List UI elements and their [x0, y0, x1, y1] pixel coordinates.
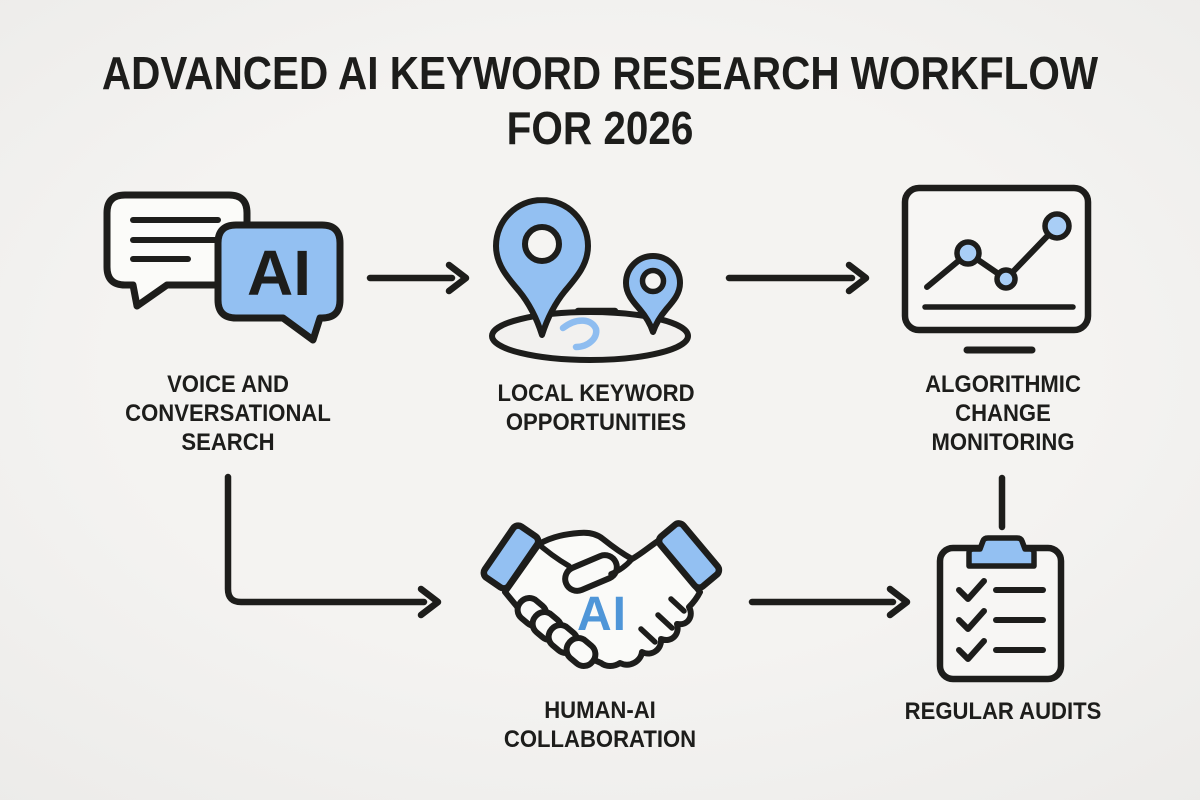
title-line-2: FOR 2026: [506, 102, 694, 154]
checklist-rows: [956, 578, 1046, 662]
handshake-detail-lines: [532, 538, 687, 645]
node-label-regular-audits: REGULAR AUDITS: [904, 698, 1102, 725]
handshake-sleeves: [480, 520, 723, 592]
arrow-handshake-to-audits: [748, 585, 911, 619]
page-title: ADVANCED AI KEYWORD RESEARCH WORKFLOW FO…: [72, 46, 1128, 156]
chat-text-lines: [130, 217, 221, 262]
clipboard-clip: [966, 535, 1037, 569]
node-label-algorithmic-monitoring: ALGORITHMIC CHANGE MONITORING: [925, 371, 1081, 456]
clipboard-checklist-icon: [936, 535, 1065, 683]
handshake-ai-label: AI: [577, 588, 627, 641]
map-pins-icon: [489, 197, 691, 363]
chat-ai-label: AI: [247, 237, 311, 309]
handshake-thumb: [562, 552, 620, 594]
title-line-1: ADVANCED AI KEYWORD RESEARCH WORKFLOW: [101, 47, 1099, 99]
node-label-local-keywords: LOCAL KEYWORD OPPORTUNITIES: [497, 380, 695, 436]
arrow-local-to-algorithmic: [725, 261, 870, 295]
map-swoosh: [559, 317, 600, 351]
arrow-voice-to-local: [366, 261, 470, 295]
trend-line: [924, 223, 1060, 290]
map-pin-large: [493, 197, 591, 338]
handshake-knuckles: [514, 552, 620, 669]
node-label-voice-search: VOICE AND CONVERSATIONAL SEARCH: [125, 371, 331, 456]
monitor-trend-chart-icon: [901, 184, 1092, 354]
chat-bubbles-ai-icon: AI: [103, 191, 344, 344]
handshake-icon: AI: [480, 520, 723, 669]
arrow-voice-to-handshake: [224, 473, 442, 619]
node-label-human-ai: HUMAN-AI COLLABORATION: [503, 697, 697, 753]
